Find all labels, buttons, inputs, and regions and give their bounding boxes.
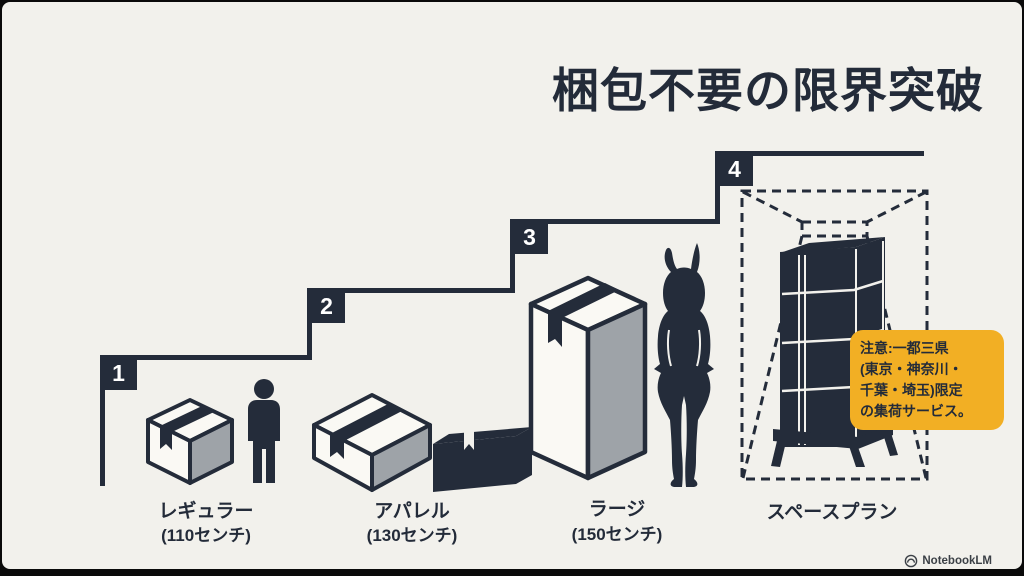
note-callout: 注意:一都三県 (東京・神奈川・ 千葉・埼玉)限定 の集荷サービス。 xyxy=(850,330,1004,430)
tier-label-apparel: アパレル xyxy=(374,501,450,522)
tier-size-large: (150センチ) xyxy=(571,525,663,544)
step-badge-4: 4 xyxy=(716,151,753,186)
tier-size-regular: (110センチ) xyxy=(161,526,251,545)
tier-label-large: ラージ xyxy=(588,499,646,520)
apparel-box-icon xyxy=(312,393,432,492)
person-icon xyxy=(248,379,280,483)
notebooklm-logo-icon xyxy=(905,554,918,568)
space-plan-dashed-outline xyxy=(740,189,929,481)
garment-box-icon xyxy=(433,427,532,492)
step-badge-4-number: 4 xyxy=(728,156,741,182)
large-box-icon xyxy=(528,275,648,481)
watermark-text: NotebookLM xyxy=(922,555,992,567)
step-badge-1-number: 1 xyxy=(112,360,125,386)
tier-size-apparel: (130センチ) xyxy=(366,526,458,545)
tier-label-space-plan: スペースプラン xyxy=(766,502,898,523)
bunny-figure-icon xyxy=(654,243,714,487)
watermark: NotebookLM xyxy=(904,554,992,568)
page-title: 梱包不要の限界突破 xyxy=(552,64,984,117)
step-badge-1: 1 xyxy=(100,355,137,390)
step-badge-3-number: 3 xyxy=(523,224,536,250)
step-badge-2-number: 2 xyxy=(320,293,333,319)
regular-box-icon xyxy=(146,398,234,485)
tier-label-regular: レギュラー xyxy=(158,501,254,522)
step-badge-3: 3 xyxy=(511,219,548,254)
step-badge-2: 2 xyxy=(308,288,345,323)
